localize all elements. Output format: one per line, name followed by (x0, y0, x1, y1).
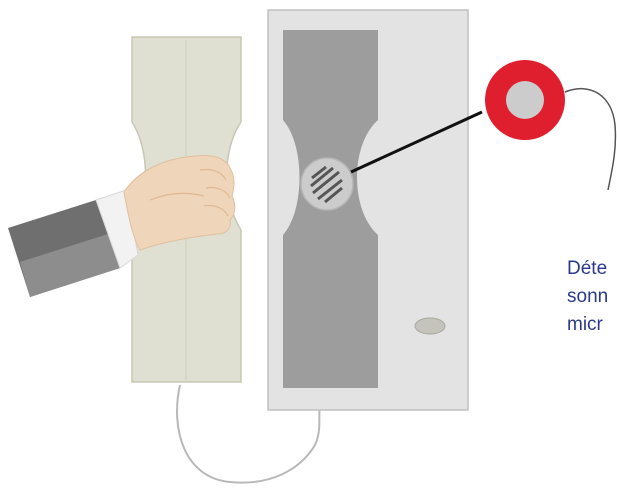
speaker-icon (300, 157, 354, 211)
indicator-light (414, 317, 446, 335)
intercom-base (267, 9, 469, 411)
caption-line-2: sonn (567, 286, 609, 307)
pointer-line (350, 110, 483, 174)
caption-line-3: micr (567, 314, 603, 335)
sensor-icon (485, 60, 565, 140)
caption: Déte sonn micr (567, 255, 617, 339)
caption-line-1: Déte (567, 258, 608, 279)
sensor-wire (564, 87, 617, 191)
handset-cord (176, 384, 321, 484)
hand-icon (123, 155, 236, 251)
suit-sleeve-icon (8, 189, 139, 297)
